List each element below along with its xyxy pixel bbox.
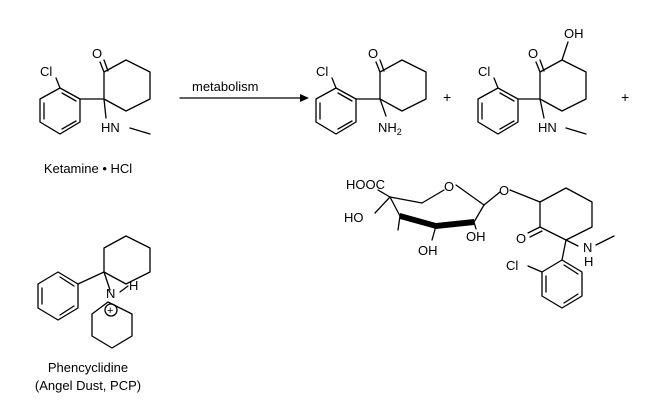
norketamine-oxygen-label: O (368, 46, 378, 61)
glucuronide-ring-oxygen-label: O (444, 179, 454, 194)
metabolism-arrow (179, 94, 309, 102)
glucuronide-benzene-ring (541, 259, 583, 309)
norketamine-chlorine-label: Cl (316, 64, 328, 79)
glucuronide-hydroxyl-left-label: HO (344, 210, 364, 225)
phencyclidine-cyclohexane-ring (103, 235, 151, 285)
glucuronic-acid-ring (389, 184, 485, 229)
glucuronide-carboxyl-label: HOOC (346, 177, 385, 192)
ketamine-benzene-ring (39, 87, 81, 135)
hydroxyketamine-cyclohexanone-ring (539, 59, 587, 112)
phencyclidine-structure: N H + (37, 235, 151, 349)
norketamine-benzene-ring (315, 87, 357, 135)
glucuronide-nitrogen-label: N (583, 240, 592, 255)
ketamine-amine-label: HN (101, 120, 120, 135)
hydroxyketamine-benzene-ring (477, 87, 519, 135)
ketamine-chlorine-label: Cl (40, 64, 52, 79)
glucuronide-linker-oxygen-label: O (499, 183, 509, 198)
phencyclidine-name: Phencyclidine (48, 360, 128, 375)
plus-sign-1: + (443, 89, 451, 105)
phencyclidine-hydrogen-label: H (129, 278, 138, 293)
positive-charge-sign: + (107, 305, 113, 317)
phencyclidine-aliases: (Angel Dust, PCP) (35, 378, 141, 393)
ketamine-oxygen-label: O (92, 46, 102, 61)
glucuronide-cyclohexanone-ring (539, 187, 593, 241)
positive-charge-circle (104, 303, 118, 317)
hydroxyketamine-hydroxyl-label: OH (564, 26, 584, 41)
hydroxyketamine-structure: Cl O OH HN (477, 26, 587, 135)
phencyclidine-nitrogen-label: N (106, 286, 115, 301)
glucuronide-oxygen-label: O (516, 231, 526, 246)
norketamine-cyclohexanone-ring (379, 59, 427, 112)
norketamine-structure: Cl O NH2 (315, 46, 427, 137)
glucuronide-nitrogen-h-label: H (584, 254, 593, 269)
plus-sign-2: + (621, 89, 629, 105)
ketamine-structure: Cl O HN (39, 46, 151, 135)
ketamine-name: Ketamine • HCl (44, 161, 132, 176)
hydroxyketamine-chlorine-label: Cl (478, 64, 490, 79)
hydroxyketamine-amine-label: HN (538, 120, 557, 135)
norketamine-amine-label: NH2 (378, 120, 402, 137)
metabolism-label: metabolism (192, 79, 258, 94)
glucuronide-chlorine-label: Cl (506, 258, 518, 273)
piperidinium-ring (91, 301, 133, 349)
hydroxyketamine-oxygen-label: O (528, 46, 538, 61)
ketamine-cyclohexanone-ring (103, 59, 151, 112)
glucuronide-hydroxyl-right-label: OH (466, 229, 486, 244)
glucuronide-hydroxyl-bottom-label: OH (418, 243, 438, 258)
glucuronide-structure: HOOC O O HO OH OH O N H Cl (344, 177, 615, 309)
phencyclidine-benzene-ring (37, 271, 79, 321)
